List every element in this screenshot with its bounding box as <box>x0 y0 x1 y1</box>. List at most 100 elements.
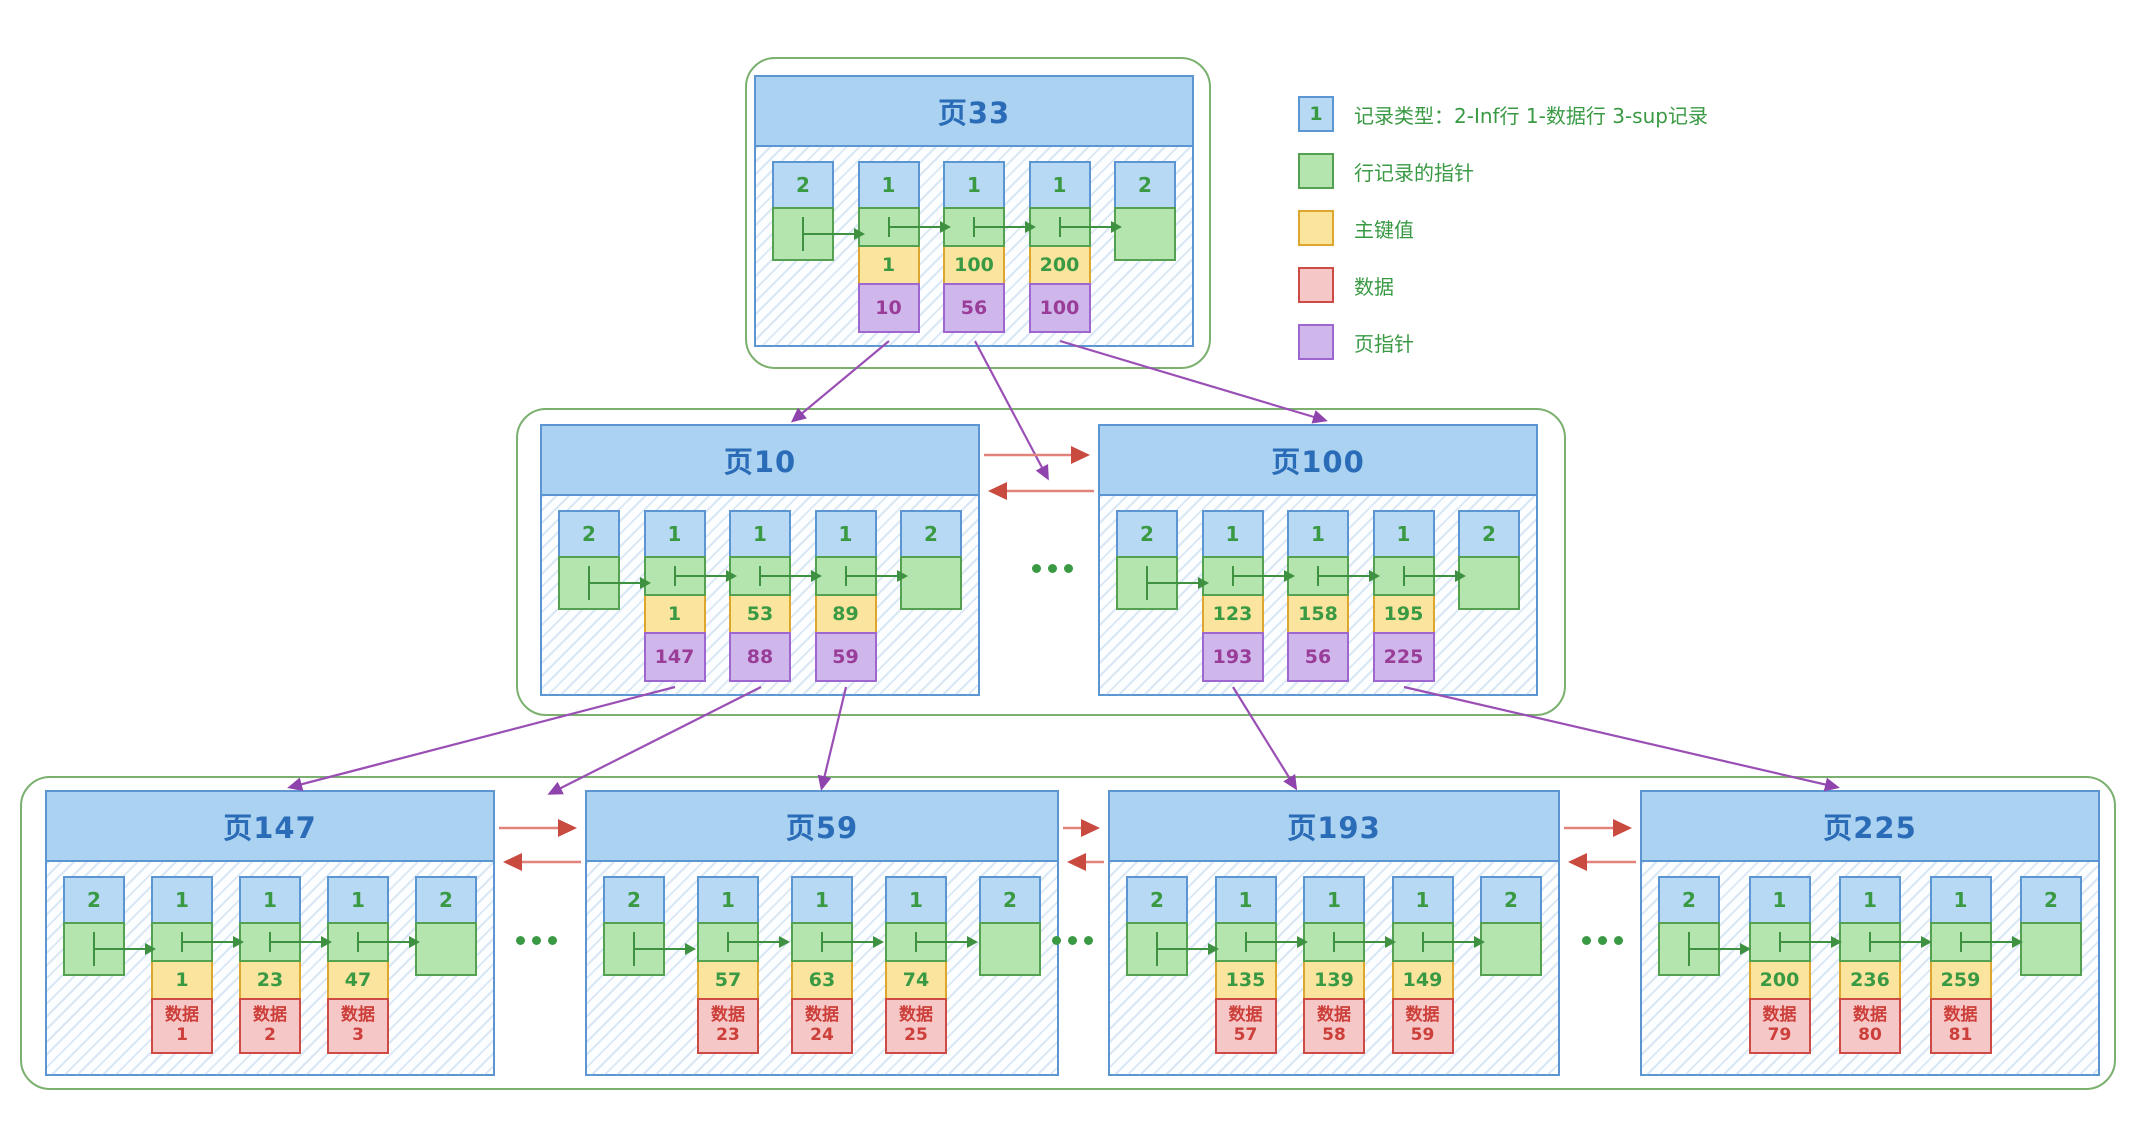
record-type-value: 1 <box>351 888 365 912</box>
page-193-title: 页193 <box>1287 811 1381 845</box>
next-record-arrow-icon <box>803 228 865 240</box>
data-value: 57 <box>1233 1025 1258 1045</box>
primary-key-value: 23 <box>256 969 284 991</box>
page-33: 页33 2 1 1 10 1 100 56 1 200 <box>754 75 1194 347</box>
row-pointer-swatch-icon <box>1298 153 1334 189</box>
record-type-cell: 1 <box>814 510 877 558</box>
row-pointer-cell <box>857 207 951 247</box>
supremum-record: 2 <box>1458 510 1520 610</box>
next-record-arrow-icon <box>1157 943 1219 955</box>
row-pointer-cell <box>151 922 244 962</box>
primary-key-value: 158 <box>1298 603 1338 625</box>
record-type-value: 2 <box>1138 173 1152 197</box>
infimum-record: 2 <box>772 161 865 261</box>
next-record-arrow-icon <box>1422 936 1485 948</box>
row-pointer-cell <box>1287 556 1380 596</box>
page-pointer-cell: 193 <box>1201 632 1264 682</box>
row-pointer-cell <box>729 556 822 596</box>
row-pointer-cell <box>979 922 1041 976</box>
record-type-cell: 2 <box>1458 510 1520 558</box>
primary-key-value: 135 <box>1225 969 1266 991</box>
next-record-arrow-icon <box>1403 570 1466 582</box>
data-label: 数据 <box>165 1005 199 1026</box>
primary-key-cell: 236 <box>1839 960 1901 1000</box>
record-type-cell: 1 <box>327 876 389 924</box>
data-label: 数据 <box>1943 1005 1978 1026</box>
primary-key-cell: 200 <box>1748 960 1811 1000</box>
primary-key-value: 259 <box>1940 969 1981 991</box>
primary-key-cell: 149 <box>1391 960 1454 1000</box>
swatch-label: 1 <box>1309 103 1323 125</box>
next-record-arrow-icon <box>1870 936 1932 948</box>
legend-label: 页指针 <box>1354 331 1414 356</box>
record-type-cell: 2 <box>603 876 665 924</box>
row-pointer-cell <box>1748 922 1842 962</box>
data-swatch-icon <box>1298 267 1334 303</box>
data-value: 24 <box>810 1025 834 1045</box>
page-100-title: 页100 <box>1271 445 1365 479</box>
page-100-header: 页100 <box>1100 426 1536 496</box>
record-type-value: 1 <box>1863 888 1877 912</box>
data-label: 数据 <box>1228 1005 1263 1026</box>
primary-key-cell: 200 <box>1028 245 1091 285</box>
record-type-cell: 1 <box>643 510 706 558</box>
next-record-arrow-icon <box>888 221 951 233</box>
row-pointer-cell <box>239 922 332 962</box>
page-10: 页10 2 1 1 147 1 53 88 1 89 <box>540 424 980 696</box>
legend-label: 数据 <box>1354 274 1394 299</box>
primary-key-cell: 1 <box>151 960 213 1000</box>
record-type-cell: 1 <box>1201 510 1264 558</box>
record-type-cell: 1 <box>857 161 920 209</box>
legend-item-primary-key: 主键值 <box>1298 210 1708 246</box>
record-type-cell: 1 <box>1839 876 1901 924</box>
record-type-cell: 2 <box>558 510 620 558</box>
row-pointer-cell <box>885 922 978 962</box>
primary-key-cell: 1 <box>857 245 920 285</box>
data-label: 数据 <box>899 1005 933 1026</box>
record-type-cell: 1 <box>151 876 213 924</box>
legend-label: 记录类型：2-Inf行 1-数据行 3-sup记录 <box>1354 103 1708 128</box>
record-type-value: 1 <box>753 522 767 546</box>
row-pointer-cell <box>1839 922 1932 962</box>
primary-key-cell: 158 <box>1287 594 1349 634</box>
infimum-record: 2 <box>558 510 651 610</box>
record-type-cell: 1 <box>1391 876 1454 924</box>
record-type-cell: 2 <box>1126 876 1188 924</box>
ellipsis-icon <box>516 936 557 945</box>
next-record-arrow-icon <box>1689 943 1751 955</box>
record-type-value: 1 <box>1396 522 1411 546</box>
page-pointer-cell: 56 <box>943 283 1005 333</box>
legend: 1 记录类型：2-Inf行 1-数据行 3-sup记录 行记录的指针 主键值 数… <box>1298 96 1708 381</box>
page-pointer-value: 193 <box>1212 646 1253 668</box>
primary-key-cell: 47 <box>327 960 389 1000</box>
record-type-value: 2 <box>1140 522 1154 546</box>
data-value: 25 <box>904 1025 928 1045</box>
record-type-value: 2 <box>87 888 101 912</box>
page-225-title: 页225 <box>1823 811 1917 845</box>
record-type-cell: 2 <box>772 161 834 209</box>
data-label: 数据 <box>711 1005 745 1026</box>
data-record: 1 1 147 <box>643 510 737 682</box>
record-type-value: 2 <box>439 888 453 912</box>
record-type-value: 1 <box>909 888 923 912</box>
primary-key-value: 89 <box>832 603 859 625</box>
record-type-cell: 2 <box>1116 510 1178 558</box>
primary-key-value: 200 <box>1759 969 1800 991</box>
legend-label: 行记录的指针 <box>1354 160 1474 185</box>
page-pointer-cell: 59 <box>814 632 877 682</box>
primary-key-cell: 63 <box>791 960 853 1000</box>
next-record-arrow-icon <box>358 936 420 948</box>
primary-key-swatch-icon <box>1298 210 1334 246</box>
supremum-record: 2 <box>2020 876 2082 976</box>
page-pointer-value: 56 <box>960 297 988 319</box>
record-type-cell: 1 <box>943 161 1005 209</box>
row-pointer-cell <box>603 922 696 976</box>
